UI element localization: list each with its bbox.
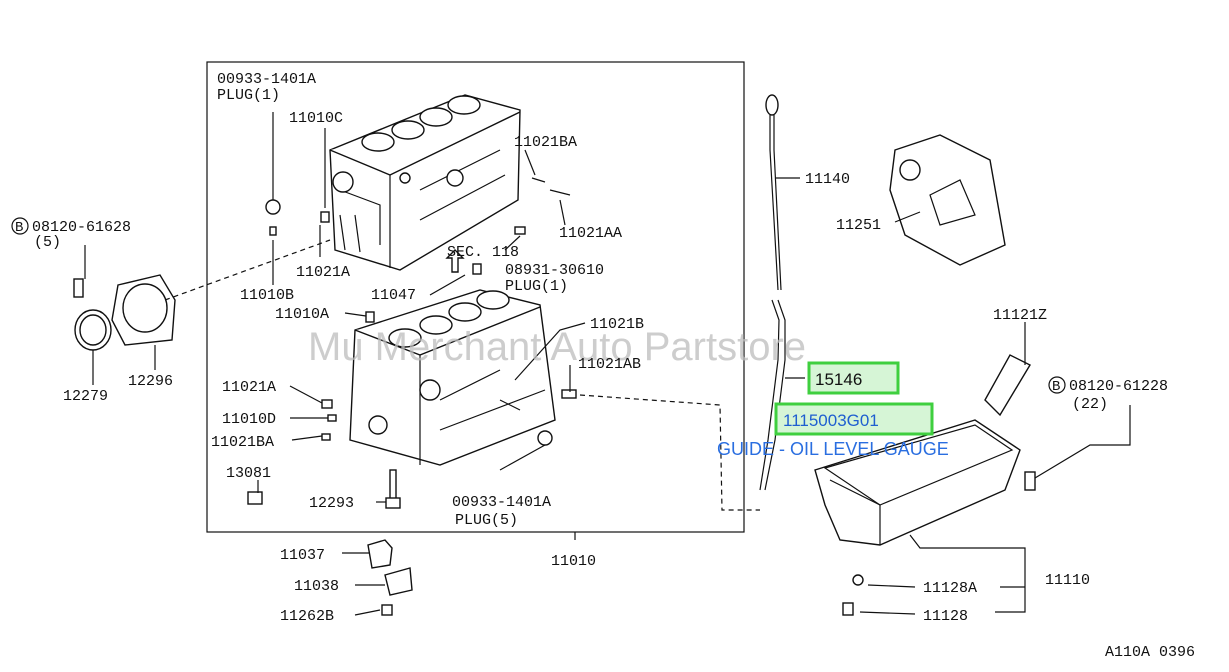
label-11021ba-low: 11021BA [211,434,274,451]
label-plug-bottom-desc: PLUG(5) [455,512,518,529]
label-11021ab: 11021AB [578,356,641,373]
cylinder-block-frame [206,61,745,533]
label-sec-118: SEC. 118 [447,244,519,261]
upper-cylinder-block [329,94,521,271]
label-12293: 12293 [309,495,354,512]
figure-code: A110A 0396 [1105,644,1195,661]
label-bolt-right-qty: (22) [1072,396,1108,413]
label-13081: 13081 [226,465,271,482]
bolt-right-badge-circle [1048,376,1066,394]
rear-seal-parts [73,239,331,351]
label-12279: 12279 [63,388,108,405]
leader-lines [84,112,1131,616]
highlight-box-1115003g01[interactable] [774,402,934,436]
label-11021ba-top: 11021BA [514,134,577,151]
rear-plate [889,134,1006,266]
bolt-right-badge: B [1052,379,1060,395]
pump-parts [367,539,864,616]
label-08120-61228: 08120-61228 [1069,378,1168,395]
label-plug-bottom-number: 00933-1401A [452,494,551,511]
label-11128a: 11128A [923,580,977,597]
label-plug-top-number: 00933-1401A [217,71,316,88]
label-11038: 11038 [294,578,339,595]
bolt-left-badge: B [15,220,23,236]
label-plug-top-desc: PLUG(1) [217,87,280,104]
label-11010d: 11010D [222,411,276,428]
lower-cylinder-block [349,289,556,466]
label-11262b: 11262B [280,608,334,625]
label-11021a-top: 11021A [296,264,350,281]
label-11010c: 11010C [289,110,343,127]
label-11010a: 11010A [275,306,329,323]
label-11021a-low: 11021A [222,379,276,396]
bolt-left-badge-circle [11,217,29,235]
label-bolt-left-qty: (5) [34,234,61,251]
part-description-guide-oil-level-gauge: GUIDE - OIL LEVEL GAUGE [717,439,949,459]
highlight-box-15146[interactable] [807,361,900,395]
label-11128: 11128 [923,608,968,625]
label-11110: 11110 [1045,572,1090,589]
label-08120-61628: 08120-61628 [32,219,131,236]
label-11140: 11140 [805,171,850,188]
label-11010b: 11010B [240,287,294,304]
oil-level-gauge [579,94,786,511]
label-11021b: 11021B [590,316,644,333]
label-08931-30610: 08931-30610 [505,262,604,279]
label-plug-1-right: PLUG(1) [505,278,568,295]
watermark: Mu Merchant Auto Partstore [308,325,806,369]
label-12296: 12296 [128,373,173,390]
oil-pan [814,354,1036,546]
label-11251: 11251 [836,217,881,234]
label-11010: 11010 [551,553,596,570]
highlight-15146[interactable]: 15146 [815,370,862,389]
label-11121z: 11121Z [993,307,1047,324]
label-11047: 11047 [371,287,416,304]
small-hardware [247,177,577,509]
highlight-1115003g01[interactable]: 1115003G01 [783,411,879,430]
label-11021aa: 11021AA [559,225,622,242]
label-11037: 11037 [280,547,325,564]
